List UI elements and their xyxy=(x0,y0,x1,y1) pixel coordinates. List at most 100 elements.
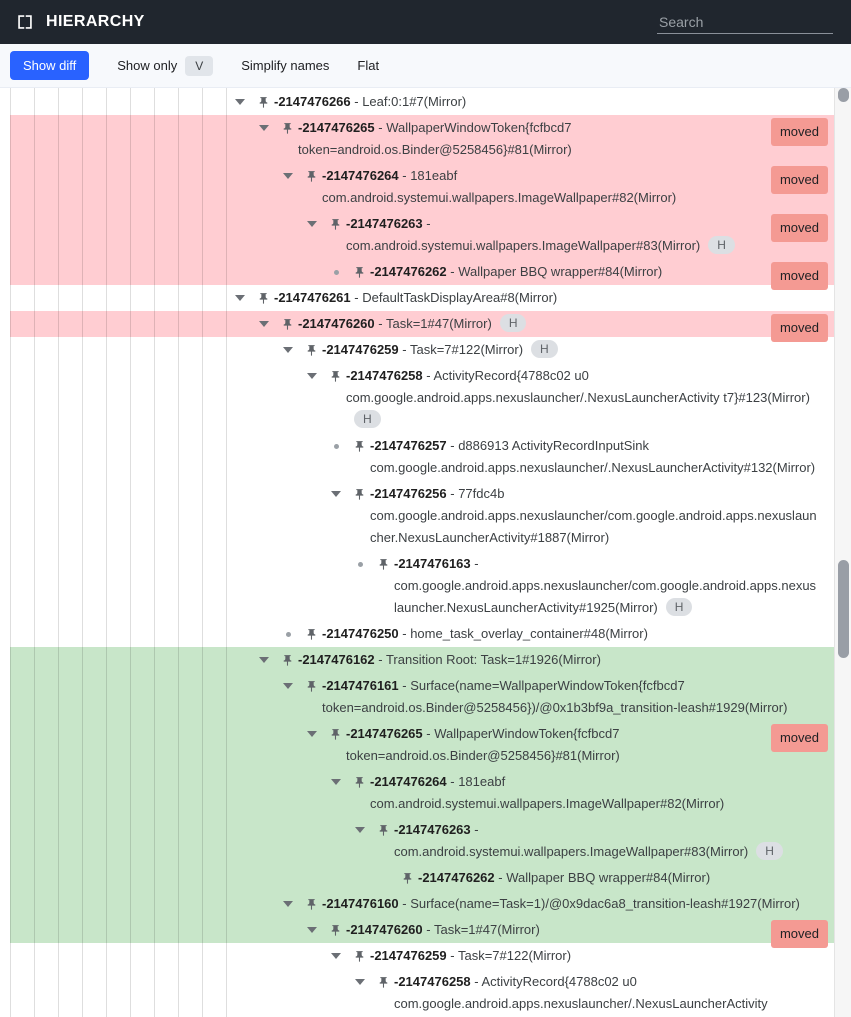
node-label: -2147476259 - Task=7#122(Mirror)H xyxy=(322,339,558,361)
node-id: -2147476256 xyxy=(370,486,447,501)
collapse-arrow-icon[interactable] xyxy=(300,919,324,941)
tree-row[interactable]: -2147476259 - Task=7#122(Mirror)H xyxy=(10,337,834,363)
collapse-arrow-icon[interactable] xyxy=(276,893,300,915)
tree-row[interactable]: -2147476262 - Wallpaper BBQ wrapper#84(M… xyxy=(10,865,834,891)
scrollbar-thumb-outer[interactable] xyxy=(838,88,849,102)
pin-icon[interactable] xyxy=(252,91,274,113)
node-id: -2147476163 xyxy=(394,556,471,571)
tree-row[interactable]: -2147476162 - Transition Root: Task=1#19… xyxy=(10,647,834,673)
tree-row[interactable]: -2147476260 - Task=1#47(Mirror) moved xyxy=(10,917,834,948)
tree-row[interactable]: -2147476263 - com.android.systemui.wallp… xyxy=(10,817,834,865)
tree-row[interactable]: -2147476263 - com.android.systemui.wallp… xyxy=(10,211,834,259)
pin-icon[interactable] xyxy=(300,675,322,697)
pin-icon[interactable] xyxy=(348,261,370,283)
tree-row[interactable]: -2147476256 - 77fdc4b com.google.android… xyxy=(10,481,834,551)
node-description: - 77fdc4b com.google.android.apps.nexusl… xyxy=(370,486,817,545)
pin-icon[interactable] xyxy=(276,649,298,671)
moved-badge: moved xyxy=(770,314,828,342)
simplify-names-button[interactable]: Simplify names xyxy=(241,58,330,73)
collapse-arrow-icon[interactable] xyxy=(300,723,324,745)
pin-icon[interactable] xyxy=(300,165,322,187)
node-label: -2147476259 - Task=7#122(Mirror) xyxy=(370,945,571,967)
collapse-arrow-icon[interactable] xyxy=(276,675,300,697)
node-id: -2147476250 xyxy=(322,626,399,641)
search-input[interactable] xyxy=(657,10,833,34)
tree-row[interactable]: -2147476260 - Task=1#47(Mirror)H moved xyxy=(10,311,834,342)
tree-row[interactable]: -2147476264 - 181eabf com.android.system… xyxy=(10,769,834,817)
tree-row[interactable]: -2147476259 - Task=7#122(Mirror) xyxy=(10,943,834,969)
node-id: -2147476162 xyxy=(298,652,375,667)
leaf-bullet-icon xyxy=(324,261,348,283)
pin-icon[interactable] xyxy=(300,623,322,645)
pin-icon[interactable] xyxy=(348,771,370,793)
node-label: -2147476263 - com.android.systemui.wallp… xyxy=(394,819,818,863)
pin-icon[interactable] xyxy=(348,435,370,457)
pin-icon[interactable] xyxy=(372,819,394,841)
node-id: -2147476264 xyxy=(370,774,447,789)
collapse-arrow-icon[interactable] xyxy=(228,287,252,309)
node-label: -2147476263 - com.android.systemui.wallp… xyxy=(346,213,750,257)
node-description: - Transition Root: Task=1#1926(Mirror) xyxy=(378,652,601,667)
pin-icon[interactable] xyxy=(276,117,298,139)
tree-row[interactable]: -2147476258 - ActivityRecord{4788c02 u0 … xyxy=(10,363,834,433)
node-id: -2147476258 xyxy=(346,368,423,383)
pin-icon[interactable] xyxy=(300,893,322,915)
node-description: - 181eabf com.android.systemui.wallpaper… xyxy=(322,168,677,205)
show-only-button[interactable]: Show only V xyxy=(117,55,214,76)
pin-icon[interactable] xyxy=(252,287,274,309)
tree-row[interactable]: -2147476163 - com.google.android.apps.ne… xyxy=(10,551,834,621)
collapse-arrow-icon[interactable] xyxy=(252,313,276,335)
show-only-value-chip: V xyxy=(185,55,214,76)
scrollbar-track[interactable] xyxy=(834,88,851,1017)
tree-row[interactable]: -2147476258 - ActivityRecord{4788c02 u0 … xyxy=(10,969,834,1017)
scrollbar-thumb-inner[interactable] xyxy=(838,560,849,658)
tree-row[interactable]: -2147476261 - DefaultTaskDisplayArea#8(M… xyxy=(10,285,834,311)
pin-icon[interactable] xyxy=(348,945,370,967)
collapse-arrow-icon[interactable] xyxy=(276,165,300,187)
node-label: -2147476261 - DefaultTaskDisplayArea#8(M… xyxy=(274,287,557,309)
node-id: -2147476260 xyxy=(346,922,423,937)
show-only-label: Show only xyxy=(117,58,178,73)
collapse-arrow-icon[interactable] xyxy=(324,483,348,505)
node-description: - Surface(name=Task=1)/@0x9dac6a8_transi… xyxy=(402,896,800,911)
node-description: - ActivityRecord{4788c02 u0 com.google.a… xyxy=(346,368,810,405)
collapse-arrow-icon[interactable] xyxy=(252,117,276,139)
collapse-arrow-icon[interactable] xyxy=(324,945,348,967)
node-description: - WallpaperWindowToken{fcfbcd7 token=and… xyxy=(298,120,572,157)
collapse-arrow-icon[interactable] xyxy=(324,771,348,793)
pin-icon[interactable] xyxy=(324,723,346,745)
pin-icon[interactable] xyxy=(348,483,370,505)
collapse-arrow-icon[interactable] xyxy=(348,819,372,841)
pin-icon[interactable] xyxy=(372,971,394,993)
pin-icon[interactable] xyxy=(372,553,394,575)
flat-button[interactable]: Flat xyxy=(357,58,380,73)
tree-row[interactable]: -2147476264 - 181eabf com.android.system… xyxy=(10,163,834,211)
collapse-arrow-icon[interactable] xyxy=(348,971,372,993)
collapse-arrow-icon[interactable] xyxy=(276,339,300,361)
tree-row[interactable]: -2147476250 - home_task_overlay_containe… xyxy=(10,621,834,647)
tree-row[interactable]: -2147476161 - Surface(name=WallpaperWind… xyxy=(10,673,834,721)
pin-icon[interactable] xyxy=(324,213,346,235)
pin-icon[interactable] xyxy=(276,313,298,335)
tree-row[interactable]: -2147476262 - Wallpaper BBQ wrapper#84(M… xyxy=(10,259,834,290)
pin-icon[interactable] xyxy=(300,339,322,361)
node-label: -2147476262 - Wallpaper BBQ wrapper#84(M… xyxy=(370,261,662,283)
collapse-arrow-icon[interactable] xyxy=(252,649,276,671)
pin-icon[interactable] xyxy=(324,365,346,387)
tree-row[interactable]: -2147476257 - d886913 ActivityRecordInpu… xyxy=(10,433,834,481)
node-id: -2147476258 xyxy=(394,974,471,989)
node-id: -2147476265 xyxy=(346,726,423,741)
tree-row[interactable]: -2147476265 - WallpaperWindowToken{fcfbc… xyxy=(10,721,834,769)
pin-icon[interactable] xyxy=(396,867,418,889)
top-bar: HIERARCHY xyxy=(0,0,851,44)
tree-row[interactable]: -2147476266 - Leaf:0:1#7(Mirror) xyxy=(10,89,834,115)
collapse-arrow-icon[interactable] xyxy=(300,365,324,387)
show-diff-button[interactable]: Show diff xyxy=(10,51,90,80)
tree-row[interactable]: -2147476160 - Surface(name=Task=1)/@0x9d… xyxy=(10,891,834,917)
pin-icon[interactable] xyxy=(324,919,346,941)
collapse-arrow-icon[interactable] xyxy=(300,213,324,235)
tree-row[interactable]: -2147476265 - WallpaperWindowToken{fcfbc… xyxy=(10,115,834,163)
moved-badge: moved xyxy=(770,214,828,242)
hardware-layer-chip: H xyxy=(665,598,693,616)
collapse-arrow-icon[interactable] xyxy=(228,91,252,113)
